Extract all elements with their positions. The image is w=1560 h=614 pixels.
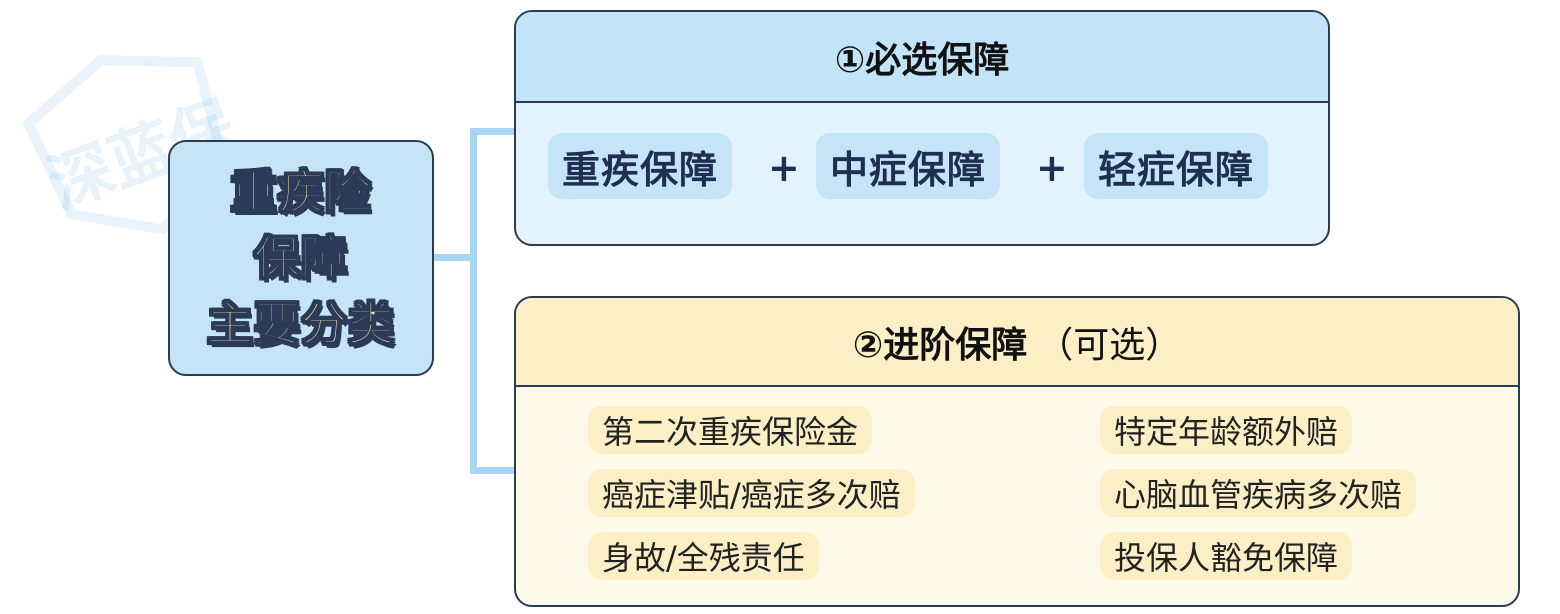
pill-critical-illness: 重疾保障: [548, 133, 733, 199]
advanced-item-death-disability: 身故/全残责任: [588, 532, 819, 580]
plus-sign-1: +: [768, 146, 800, 190]
pill-mild-illness: 轻症保障: [1084, 133, 1269, 199]
advanced-item-cancer-allowance: 癌症津贴/癌症多次赔: [588, 469, 915, 517]
root-node: 重疾险 保障 主要分类: [168, 140, 434, 376]
connector-to-required: [470, 128, 516, 135]
required-coverage-box: ①必选保障: [514, 10, 1330, 246]
connector-vertical-trunk: [470, 128, 477, 474]
advanced-coverage-title: ②进阶保障: [852, 324, 1028, 366]
pill-moderate-illness: 中症保障: [816, 133, 1001, 199]
advanced-item-cardio-cerebral-multiple: 心脑血管疾病多次赔: [1100, 469, 1417, 517]
connector-to-advanced: [470, 467, 516, 474]
plus-sign-2: +: [1036, 146, 1068, 190]
advanced-item-second-critical-illness: 第二次重疾保险金: [588, 406, 873, 454]
advanced-coverage-header: ②进阶保障 （可选）: [516, 298, 1518, 387]
root-title-line-2: 保障: [253, 230, 348, 286]
required-coverage-title: ①必选保障: [834, 39, 1010, 81]
root-title-line-1: 重疾险: [230, 164, 372, 220]
advanced-item-policyholder-waiver: 投保人豁免保障: [1100, 532, 1353, 580]
required-coverage-header: ①必选保障: [516, 12, 1328, 103]
advanced-item-specific-age-extra: 特定年龄额外赔: [1100, 406, 1353, 454]
advanced-coverage-title-suffix: （可选）: [1037, 324, 1182, 366]
connector-root-horizontal: [434, 254, 474, 261]
root-title-line-3: 主要分类: [206, 296, 395, 352]
